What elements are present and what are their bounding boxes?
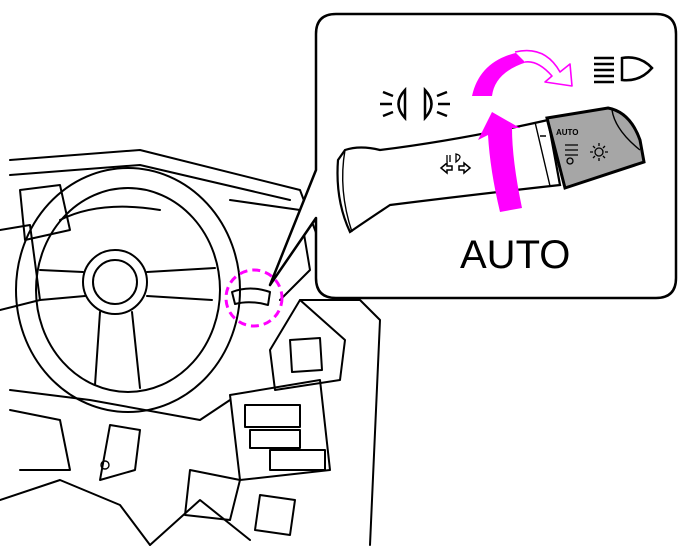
lever-auto-label: AUTO	[556, 128, 579, 137]
headlight-auto-icon	[565, 144, 578, 165]
steering-wheel	[15, 167, 241, 413]
fog-light-icon	[446, 153, 461, 164]
lever-location	[224, 268, 284, 328]
arrow-to-auto	[478, 112, 522, 212]
low-beam-icon	[380, 86, 450, 122]
turn-signal-icon	[439, 161, 472, 175]
arrow-to-high-beam	[514, 49, 573, 87]
rotate-arrow	[472, 49, 573, 212]
tail-light-icon	[590, 143, 608, 161]
arrow-upper	[472, 52, 527, 96]
auto-mode-label: AUTO	[460, 233, 570, 277]
high-beam-icon	[594, 56, 654, 84]
highlight-circle	[224, 268, 284, 328]
